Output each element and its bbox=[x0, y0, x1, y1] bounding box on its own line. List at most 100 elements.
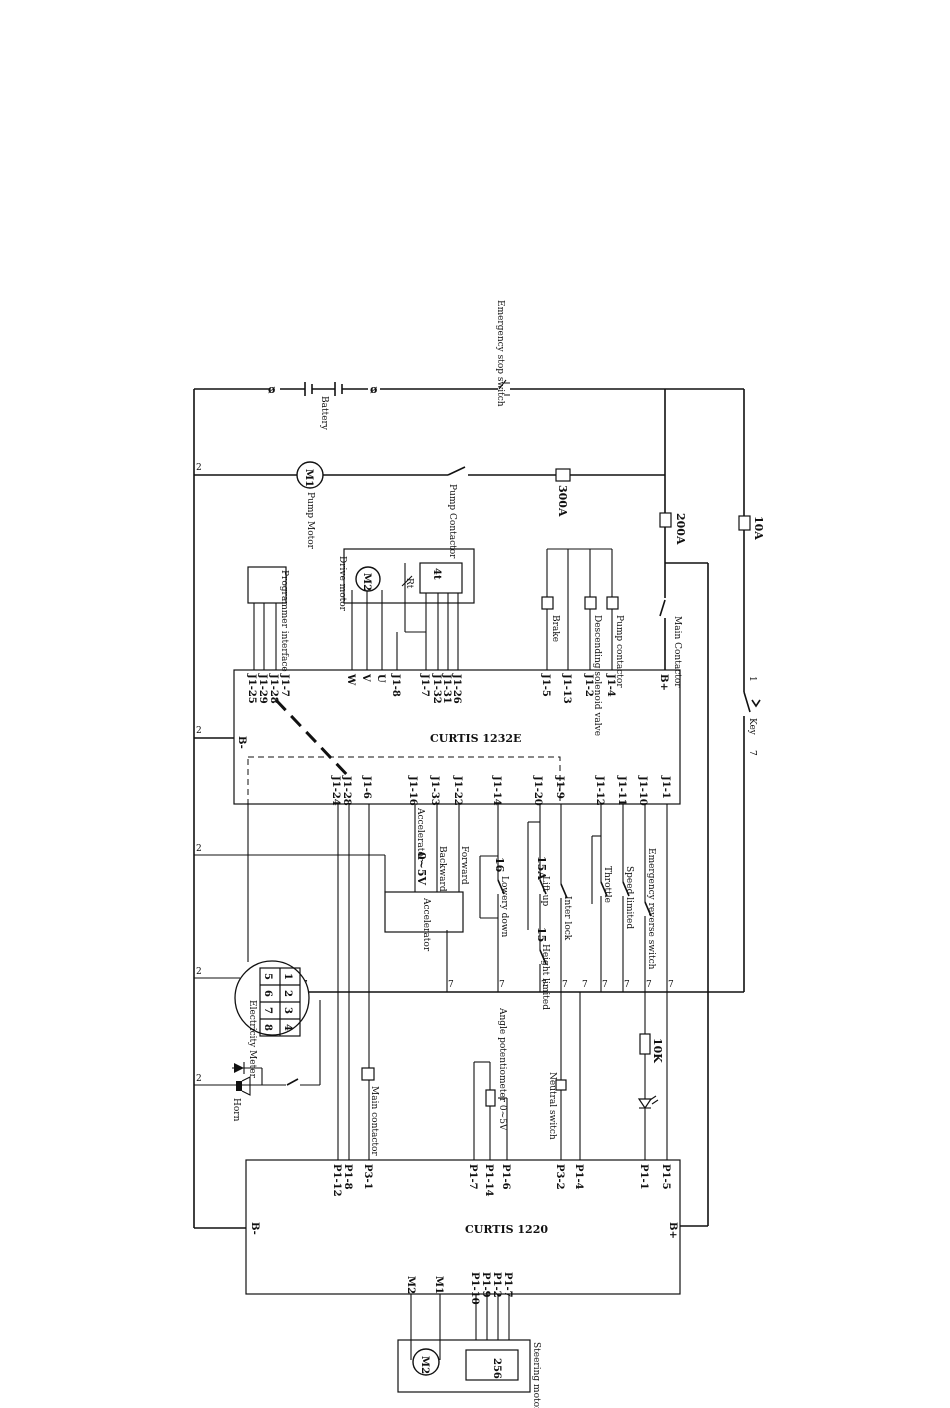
solenoid-coil-icon bbox=[584, 596, 597, 610]
resistor-led: 10K bbox=[637, 1033, 664, 1110]
pin-j1-20: J1-20 bbox=[532, 775, 543, 806]
encoder-4t: 4t bbox=[431, 568, 442, 580]
pin-m1: M1 bbox=[433, 1276, 444, 1294]
meter-pin: 5 bbox=[262, 973, 273, 980]
horn-icon bbox=[236, 1081, 242, 1091]
meter-pin: 2 bbox=[282, 990, 293, 997]
meter-pin: 3 bbox=[282, 1007, 293, 1014]
switch-15a: 15A bbox=[535, 856, 548, 880]
battery: ø ø Battery bbox=[268, 380, 380, 431]
angle-pot-label: Angle potentiometer 0~5V bbox=[497, 1007, 507, 1131]
controller-1232e: CURTIS 1232E B- B+ J1-4 J1-2 J1-13 J1-5 … bbox=[233, 669, 681, 806]
electricity-meter-label: Electricity Meter bbox=[247, 1000, 257, 1079]
output-coils: Brake Descending solenoid valve Pump con… bbox=[541, 548, 624, 736]
rt-label: Rt bbox=[404, 578, 414, 589]
key-label: Key bbox=[747, 718, 757, 736]
drive-motor-tag: M2 bbox=[361, 573, 372, 591]
forward-label: Forward bbox=[459, 846, 469, 885]
pin-j1-12: J1-12 bbox=[594, 775, 605, 806]
wire-7: 7 bbox=[602, 980, 608, 990]
fuse-200a-label: 200A bbox=[674, 513, 687, 545]
pin-j1-5: J1-5 bbox=[540, 673, 551, 697]
accel-range: 0~5V bbox=[415, 852, 428, 886]
pin-v: V bbox=[360, 673, 371, 682]
descending-solenoid-label: Descending solenoid valve bbox=[592, 615, 602, 736]
drive-motor-assembly: M2 4t Rt Drive motor bbox=[337, 548, 475, 670]
wire-7: 7 bbox=[624, 980, 630, 990]
wire-7: 7 bbox=[562, 980, 568, 990]
pin-j1-24: J1-24 bbox=[330, 775, 341, 806]
programmer-label: Programmer interface bbox=[279, 570, 289, 672]
pin-u: U bbox=[375, 674, 386, 683]
pin-1220-b-minus: B- bbox=[249, 1222, 260, 1235]
steering-motor: M2 256 Steering motor bbox=[397, 1294, 541, 1408]
pin-p1-12: P1-12 bbox=[331, 1164, 342, 1197]
pin-j1-14: J1-14 bbox=[491, 775, 502, 806]
fuse-10a: 10A bbox=[738, 515, 765, 540]
main-contactor-switch: Main Contactor bbox=[658, 598, 682, 688]
led-icon bbox=[637, 1098, 653, 1110]
pin-j1-29: J1-29 bbox=[257, 673, 268, 704]
controller-1220-title: CURTIS 1220 bbox=[465, 1223, 548, 1236]
pin-j1-33: J1-33 bbox=[429, 775, 440, 806]
pin-p1-7: P1-7 bbox=[467, 1164, 478, 1190]
pin-1220-b-plus: B+ bbox=[667, 1222, 678, 1239]
wire-2: 2 bbox=[196, 463, 202, 473]
inter-lock-label: Inter lock bbox=[562, 896, 572, 941]
pin-j1-32: J1-32 bbox=[431, 673, 442, 704]
pin-j1-6: J1-6 bbox=[361, 775, 372, 799]
wire-7: 7 bbox=[582, 980, 588, 990]
meter-pin: 6 bbox=[262, 990, 273, 997]
wire-7: 7 bbox=[541, 980, 547, 990]
meter-pin: 8 bbox=[262, 1024, 273, 1031]
pin-p1-7b: P1-7 bbox=[502, 1272, 513, 1298]
resistor-label: 10K bbox=[651, 1038, 664, 1063]
pin-p1-8: P1-8 bbox=[342, 1164, 353, 1190]
electricity-meter: 1 2 3 4 5 6 7 8 Electricity Meter bbox=[234, 803, 310, 1079]
battery-terminal-icon: ø bbox=[370, 383, 378, 396]
pump-motor-label: Pump Motor bbox=[305, 492, 315, 550]
pin-j1-25: J1-25 bbox=[246, 673, 257, 704]
accelerator-box: Accelerator bbox=[384, 891, 464, 952]
power-wiring bbox=[193, 388, 745, 1229]
drive-motor-label: Drive motor bbox=[337, 556, 347, 612]
fuse-200a: 200A bbox=[659, 512, 687, 545]
controller-1232e-title: CURTIS 1232E bbox=[430, 732, 521, 745]
steer-encoder: 256 bbox=[491, 1358, 502, 1379]
key-switch: 1 Key 7 bbox=[738, 676, 761, 756]
pin-p1-10: P1-10 bbox=[469, 1272, 480, 1305]
controller-1220: CURTIS 1220 B- B+ P1-5 P1-1 P1-4 P3-2 P1… bbox=[245, 1159, 681, 1305]
horn: Horn bbox=[231, 1000, 321, 1122]
pin-j1-22: J1-22 bbox=[452, 775, 463, 806]
pin-m2: M2 bbox=[405, 1276, 416, 1294]
programmer-interface: Programmer interface bbox=[247, 566, 289, 672]
speed-limited-label: Speed limited bbox=[624, 866, 634, 929]
battery-label: Battery bbox=[319, 396, 329, 431]
diode-icon bbox=[234, 1063, 244, 1073]
switch-16: 16 bbox=[493, 857, 506, 873]
pin-p3-1: P3-1 bbox=[362, 1164, 373, 1190]
main-contactor-label: Main Contactor bbox=[672, 616, 682, 688]
wire-7: 7 bbox=[499, 980, 505, 990]
horn-label: Horn bbox=[231, 1098, 241, 1122]
pin-j1-8: J1-8 bbox=[390, 673, 401, 697]
switch-15: 15 bbox=[535, 927, 548, 942]
key-num-1: 1 bbox=[747, 676, 757, 682]
wire-2: 2 bbox=[196, 1074, 202, 1084]
steer-motor-tag: M2 bbox=[419, 1356, 430, 1374]
neutral-switch: Neutral switch bbox=[547, 1072, 567, 1140]
input-switches: Emergency reverse switch Speed limited T… bbox=[415, 807, 656, 1010]
input-wiring: 7 7 7 7 7 7 7 7 7 7 2 2 2 2 2 bbox=[196, 463, 674, 1160]
pump-contactor-coil-label: Pump contactor bbox=[614, 615, 624, 688]
main-contactor-coil: Main contactor bbox=[361, 1067, 379, 1156]
pin-p1-5: P1-5 bbox=[660, 1164, 671, 1190]
meter-pin: 4 bbox=[282, 1024, 293, 1031]
fuse-10a-label: 10A bbox=[752, 516, 765, 540]
pin-p1-2: P1-2 bbox=[491, 1272, 502, 1298]
fuse-300a-label: 300A bbox=[556, 485, 569, 517]
fuse-300a: 300A bbox=[555, 468, 571, 517]
brake-label: Brake bbox=[550, 615, 560, 642]
emergency-stop-label: Emergency stop switch bbox=[495, 300, 505, 407]
pin-j1-28b: J1-28 bbox=[341, 775, 352, 806]
